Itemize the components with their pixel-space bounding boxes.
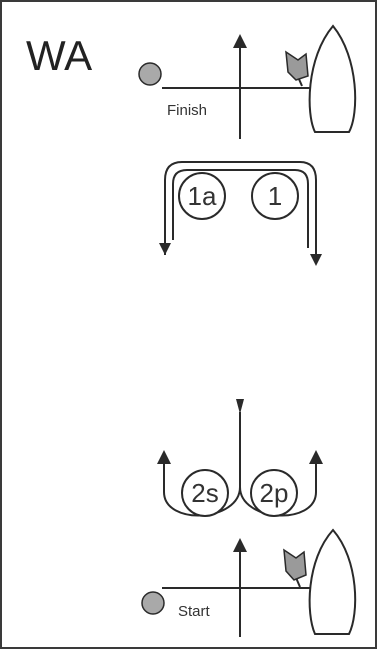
finish-label: Finish [167, 102, 207, 119]
mark-1-circle [251, 172, 299, 220]
mark-1a-label: 1a [188, 181, 217, 211]
mark-2p-label: 2p [260, 478, 289, 508]
start-buoy-icon [141, 591, 165, 615]
start-label: Start [178, 603, 211, 620]
mark-1a-circle [178, 172, 226, 220]
upper-loop-group: 1a 1 [159, 161, 322, 266]
start-arrowhead-icon [233, 538, 247, 552]
upper-right-arrowhead-icon [310, 254, 322, 266]
finish-buoy-icon [138, 62, 162, 86]
upper-left-arrowhead-icon [159, 243, 171, 255]
lower-left-arrowhead-icon [157, 450, 171, 464]
finish-line-group: Finish [138, 24, 357, 139]
finish-committee-boat-icon [285, 24, 357, 133]
mark-1-label: 1 [268, 181, 282, 211]
start-line-group: Start [141, 528, 357, 637]
upper-loop-inner [172, 169, 309, 248]
lower-right-arrowhead-icon [309, 450, 323, 464]
upper-loop-outer [164, 161, 317, 261]
lower-loop-group: 2s 2p [157, 399, 323, 517]
lower-top-arrowhead-icon [236, 399, 244, 414]
start-committee-boat-icon [283, 528, 357, 635]
mark-2s-label: 2s [191, 478, 218, 508]
diagram-title: WA [26, 32, 92, 79]
mark-2p-circle [250, 469, 298, 517]
mark-2s-circle [181, 469, 229, 517]
finish-arrowhead-icon [233, 34, 247, 48]
